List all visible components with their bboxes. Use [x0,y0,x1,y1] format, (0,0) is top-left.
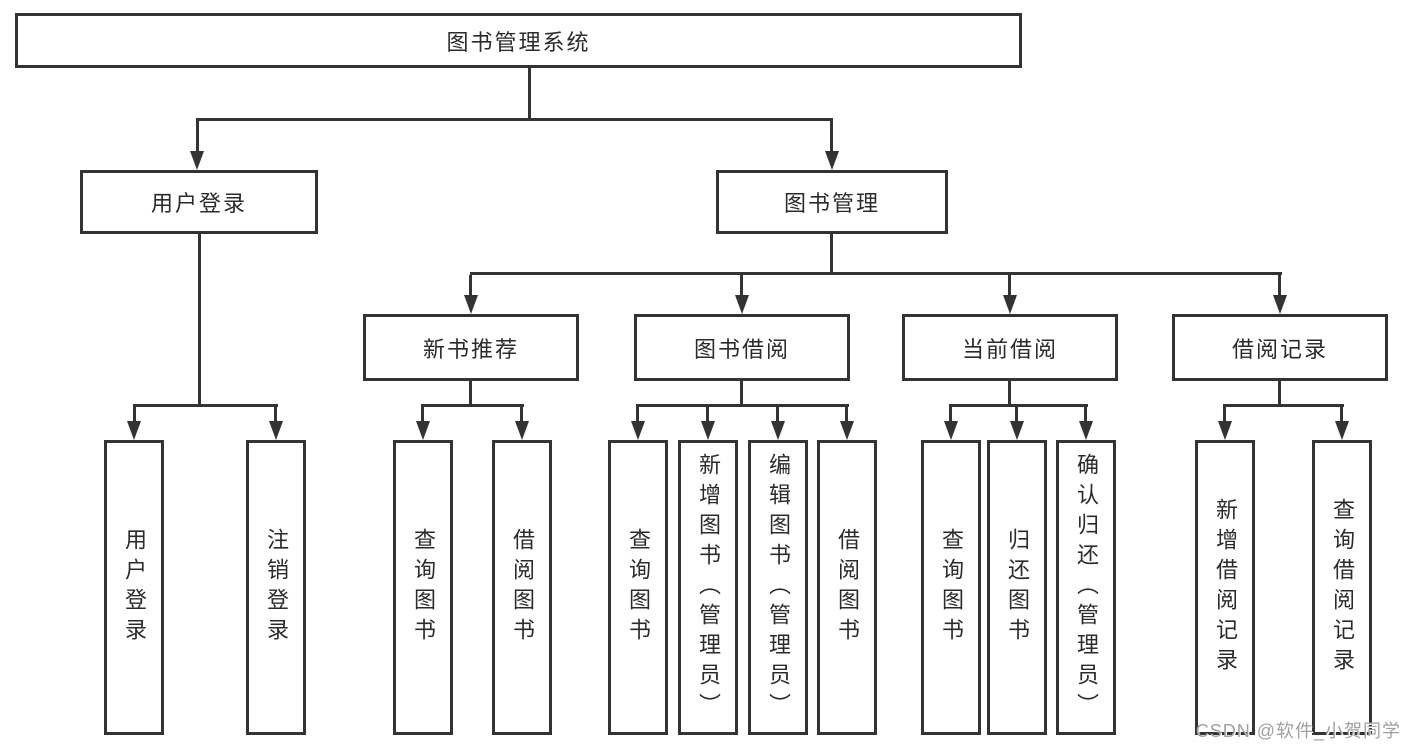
node-root: 图书管理系统 [15,13,1022,68]
arrowhead-down-icon [1273,295,1287,314]
node-book-management-label: 图书管理 [783,191,880,216]
arrowhead-down-icon [735,295,749,314]
leaf-borrow-books-recommend-label: 借阅图书 [510,527,535,648]
arrowhead-down-icon [631,421,645,440]
leaf-user-login-label: 用户登录 [122,527,147,648]
arrowhead-down-icon [1218,421,1232,440]
arrowhead-down-icon [190,151,204,170]
leaf-confirm-return-admin-label: 确认归还（管理员） [1074,452,1099,723]
arrowhead-down-icon [127,421,141,440]
connector-stem [740,275,743,296]
leaf-confirm-return-admin: 确认归还（管理员） [1056,440,1116,735]
arrowhead-down-icon [416,421,430,440]
leaf-return-books: 归还图书 [987,440,1047,735]
connector-borrowing-bar [636,404,849,407]
connector-stem [274,406,277,422]
connector-user-login-stem [198,234,201,405]
arrowhead-down-icon [701,421,715,440]
leaf-user-login: 用户登录 [104,440,164,735]
connector-records-bar [1223,404,1344,407]
leaf-query-books-recommend-label: 查询图书 [411,527,436,648]
leaf-borrow-books-borrowing-label: 借阅图书 [835,527,860,648]
leaf-add-books-admin: 新增图书（管理员） [678,440,738,735]
leaf-query-books-recommend: 查询图书 [393,440,453,735]
arrowhead-down-icon [1079,421,1093,440]
connector-stem [1008,275,1011,296]
node-current-borrowing: 当前借阅 [902,314,1118,381]
node-user-login-label: 用户登录 [150,191,247,216]
connector-records-stem [1278,381,1281,407]
arrowhead-down-icon [944,421,958,440]
node-user-login: 用户登录 [80,170,318,234]
node-current-borrowing-label: 当前借阅 [961,336,1058,362]
csdn-watermark: CSDN @软件_小贺同学 [1195,721,1401,741]
connector-borrowing-stem [740,381,743,407]
arrowhead-down-icon [269,421,283,440]
leaf-add-books-admin-label: 新增图书（管理员） [696,452,721,723]
connector-stem [520,406,523,422]
node-new-book-recommend: 新书推荐 [363,314,579,381]
connector-stem [1278,275,1281,296]
leaf-query-books-current-label: 查询图书 [939,527,964,648]
leaf-add-borrow-record: 新增借阅记录 [1195,440,1255,735]
leaf-edit-books-admin: 编辑图书（管理员） [748,440,808,735]
arrowhead-down-icon [1003,295,1017,314]
leaf-query-books-borrowing: 查询图书 [608,440,668,735]
connector-book-mgmt-stem [830,234,833,275]
connector-stem [469,275,472,296]
node-book-management: 图书管理 [716,170,948,234]
connector-stem [133,406,136,422]
node-book-borrowing: 图书借阅 [634,314,850,381]
connector-stem [421,406,424,422]
arrowhead-down-icon [515,421,529,440]
connector-current-bar [949,404,1088,407]
connector-level1-bar [196,118,833,121]
connector-stem [636,406,639,422]
leaf-add-borrow-record-label: 新增借阅记录 [1213,497,1238,678]
node-borrowing-records: 借阅记录 [1172,314,1388,381]
connector-stem [706,406,709,422]
connector-stem [1340,406,1343,422]
arrowhead-down-icon [464,295,478,314]
leaf-query-books-borrowing-label: 查询图书 [626,527,651,648]
connector-stem [949,406,952,422]
connector-stem [845,406,848,422]
leaf-borrow-books-recommend: 借阅图书 [492,440,552,735]
leaf-borrow-books-borrowing: 借阅图书 [817,440,877,735]
connector-stem [196,120,199,152]
node-new-book-recommend-label: 新书推荐 [422,336,519,362]
connector-recommend-stem [469,381,472,407]
arrowhead-down-icon [1335,421,1349,440]
arrowhead-down-icon [825,151,839,170]
connector-stem [1015,406,1018,422]
connector-stem [830,120,833,152]
connector-level2-bar [470,272,1282,275]
node-root-label: 图书管理系统 [446,29,591,55]
arrowhead-down-icon [840,421,854,440]
leaf-edit-books-admin-label: 编辑图书（管理员） [766,452,791,723]
connector-recommend-bar [421,404,524,407]
leaf-query-books-current: 查询图书 [921,440,981,735]
connector-root-stem [528,68,531,121]
node-book-borrowing-label: 图书借阅 [693,336,790,362]
arrowhead-down-icon [771,421,785,440]
leaf-query-borrow-record-label: 查询借阅记录 [1330,497,1355,678]
arrowhead-down-icon [1010,421,1024,440]
node-borrowing-records-label: 借阅记录 [1231,336,1328,362]
connector-stem [776,406,779,422]
connector-stem [1223,406,1226,422]
connector-current-stem [1008,381,1011,407]
connector-stem [1084,406,1087,422]
connector-user-login-bar [133,404,278,407]
leaf-return-books-label: 归还图书 [1005,527,1030,648]
leaf-query-borrow-record: 查询借阅记录 [1312,440,1372,735]
leaf-logout-label: 注销登录 [264,527,289,648]
leaf-logout: 注销登录 [246,440,306,735]
